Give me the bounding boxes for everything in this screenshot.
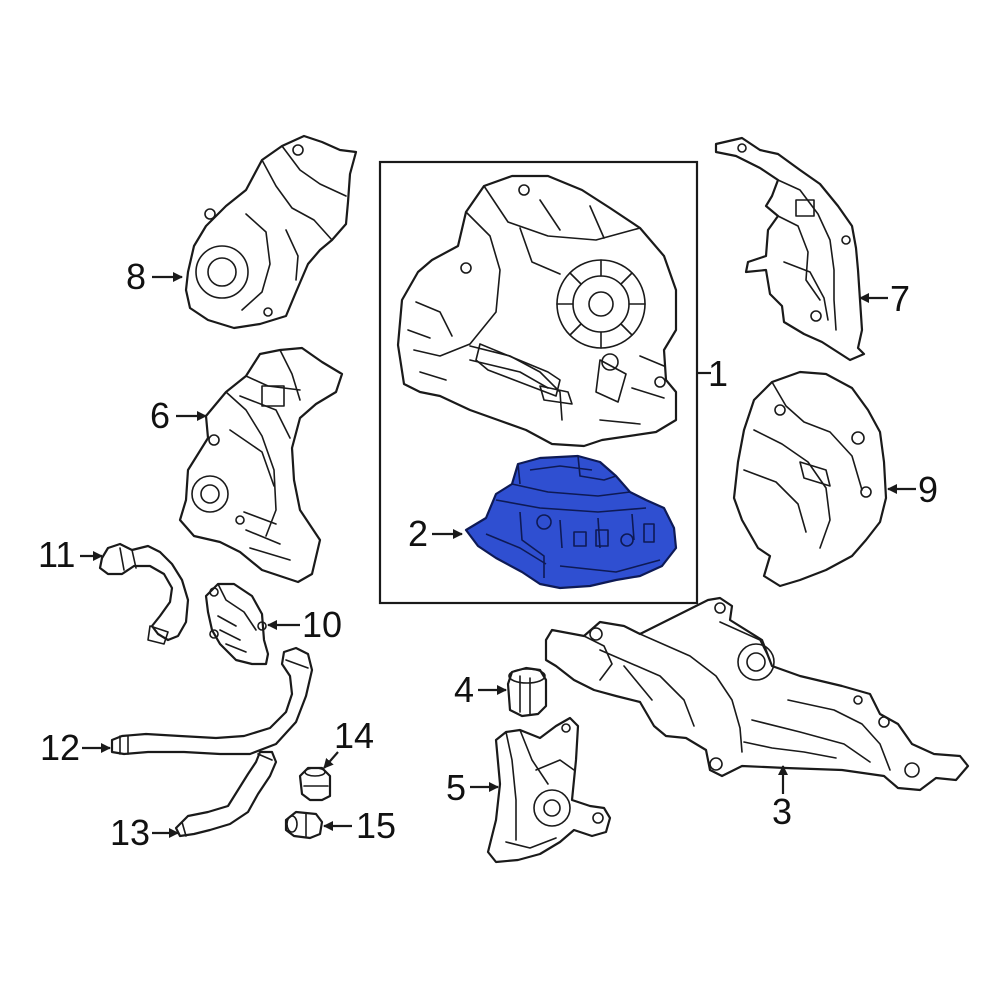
callout-label-11: 11 bbox=[38, 534, 75, 575]
inverter-module[interactable] bbox=[464, 454, 678, 590]
subframe[interactable] bbox=[544, 596, 970, 792]
callout-label-9: 9 bbox=[918, 469, 938, 510]
callout-label-7: 7 bbox=[890, 278, 910, 319]
callout-label-10: 10 bbox=[302, 604, 342, 645]
callout-12: 12 bbox=[40, 727, 111, 768]
callout-3: 3 bbox=[772, 765, 792, 832]
callout-10: 10 bbox=[267, 604, 342, 645]
callout-13: 13 bbox=[110, 812, 179, 853]
callout-label-8: 8 bbox=[126, 256, 146, 297]
callout-5: 5 bbox=[446, 767, 499, 808]
mount-bushing[interactable] bbox=[506, 666, 548, 718]
callout-6: 6 bbox=[150, 395, 207, 436]
callout-label-12: 12 bbox=[40, 727, 80, 768]
callout-label-6: 6 bbox=[150, 395, 170, 436]
heat-shield-7[interactable] bbox=[714, 136, 866, 362]
coolant-hose-13[interactable] bbox=[174, 750, 278, 838]
assembly-group-box bbox=[378, 160, 699, 605]
fitting-14[interactable] bbox=[298, 766, 332, 802]
mount-bracket[interactable] bbox=[486, 716, 612, 864]
side-cover-6[interactable] bbox=[178, 346, 344, 584]
callout-11: 11 bbox=[38, 534, 103, 575]
callout-label-1: 1 bbox=[708, 353, 728, 394]
callout-label-13: 13 bbox=[110, 812, 150, 853]
drive-unit-housing[interactable] bbox=[396, 174, 678, 448]
callout-label-14: 14 bbox=[334, 715, 374, 756]
callout-1: 1 bbox=[697, 353, 728, 394]
rear-cover-9[interactable] bbox=[732, 370, 888, 588]
oil-cooler-10[interactable] bbox=[204, 582, 270, 666]
callout-label-3: 3 bbox=[772, 791, 792, 832]
callout-label-2: 2 bbox=[408, 513, 428, 554]
callout-15: 15 bbox=[323, 805, 396, 846]
callout-4: 4 bbox=[454, 669, 507, 710]
callout-label-4: 4 bbox=[454, 669, 474, 710]
callout-7: 7 bbox=[859, 278, 910, 319]
callout-label-5: 5 bbox=[446, 767, 466, 808]
callout-14: 14 bbox=[323, 715, 374, 769]
end-cover-8[interactable] bbox=[184, 134, 358, 330]
callout-9: 9 bbox=[887, 469, 938, 510]
coolant-hose-11[interactable] bbox=[98, 542, 190, 645]
fitting-15[interactable] bbox=[284, 810, 324, 840]
callout-2: 2 bbox=[408, 513, 463, 554]
coolant-hose-12[interactable] bbox=[110, 646, 314, 756]
callout-label-15: 15 bbox=[356, 805, 396, 846]
callout-8: 8 bbox=[126, 256, 183, 297]
